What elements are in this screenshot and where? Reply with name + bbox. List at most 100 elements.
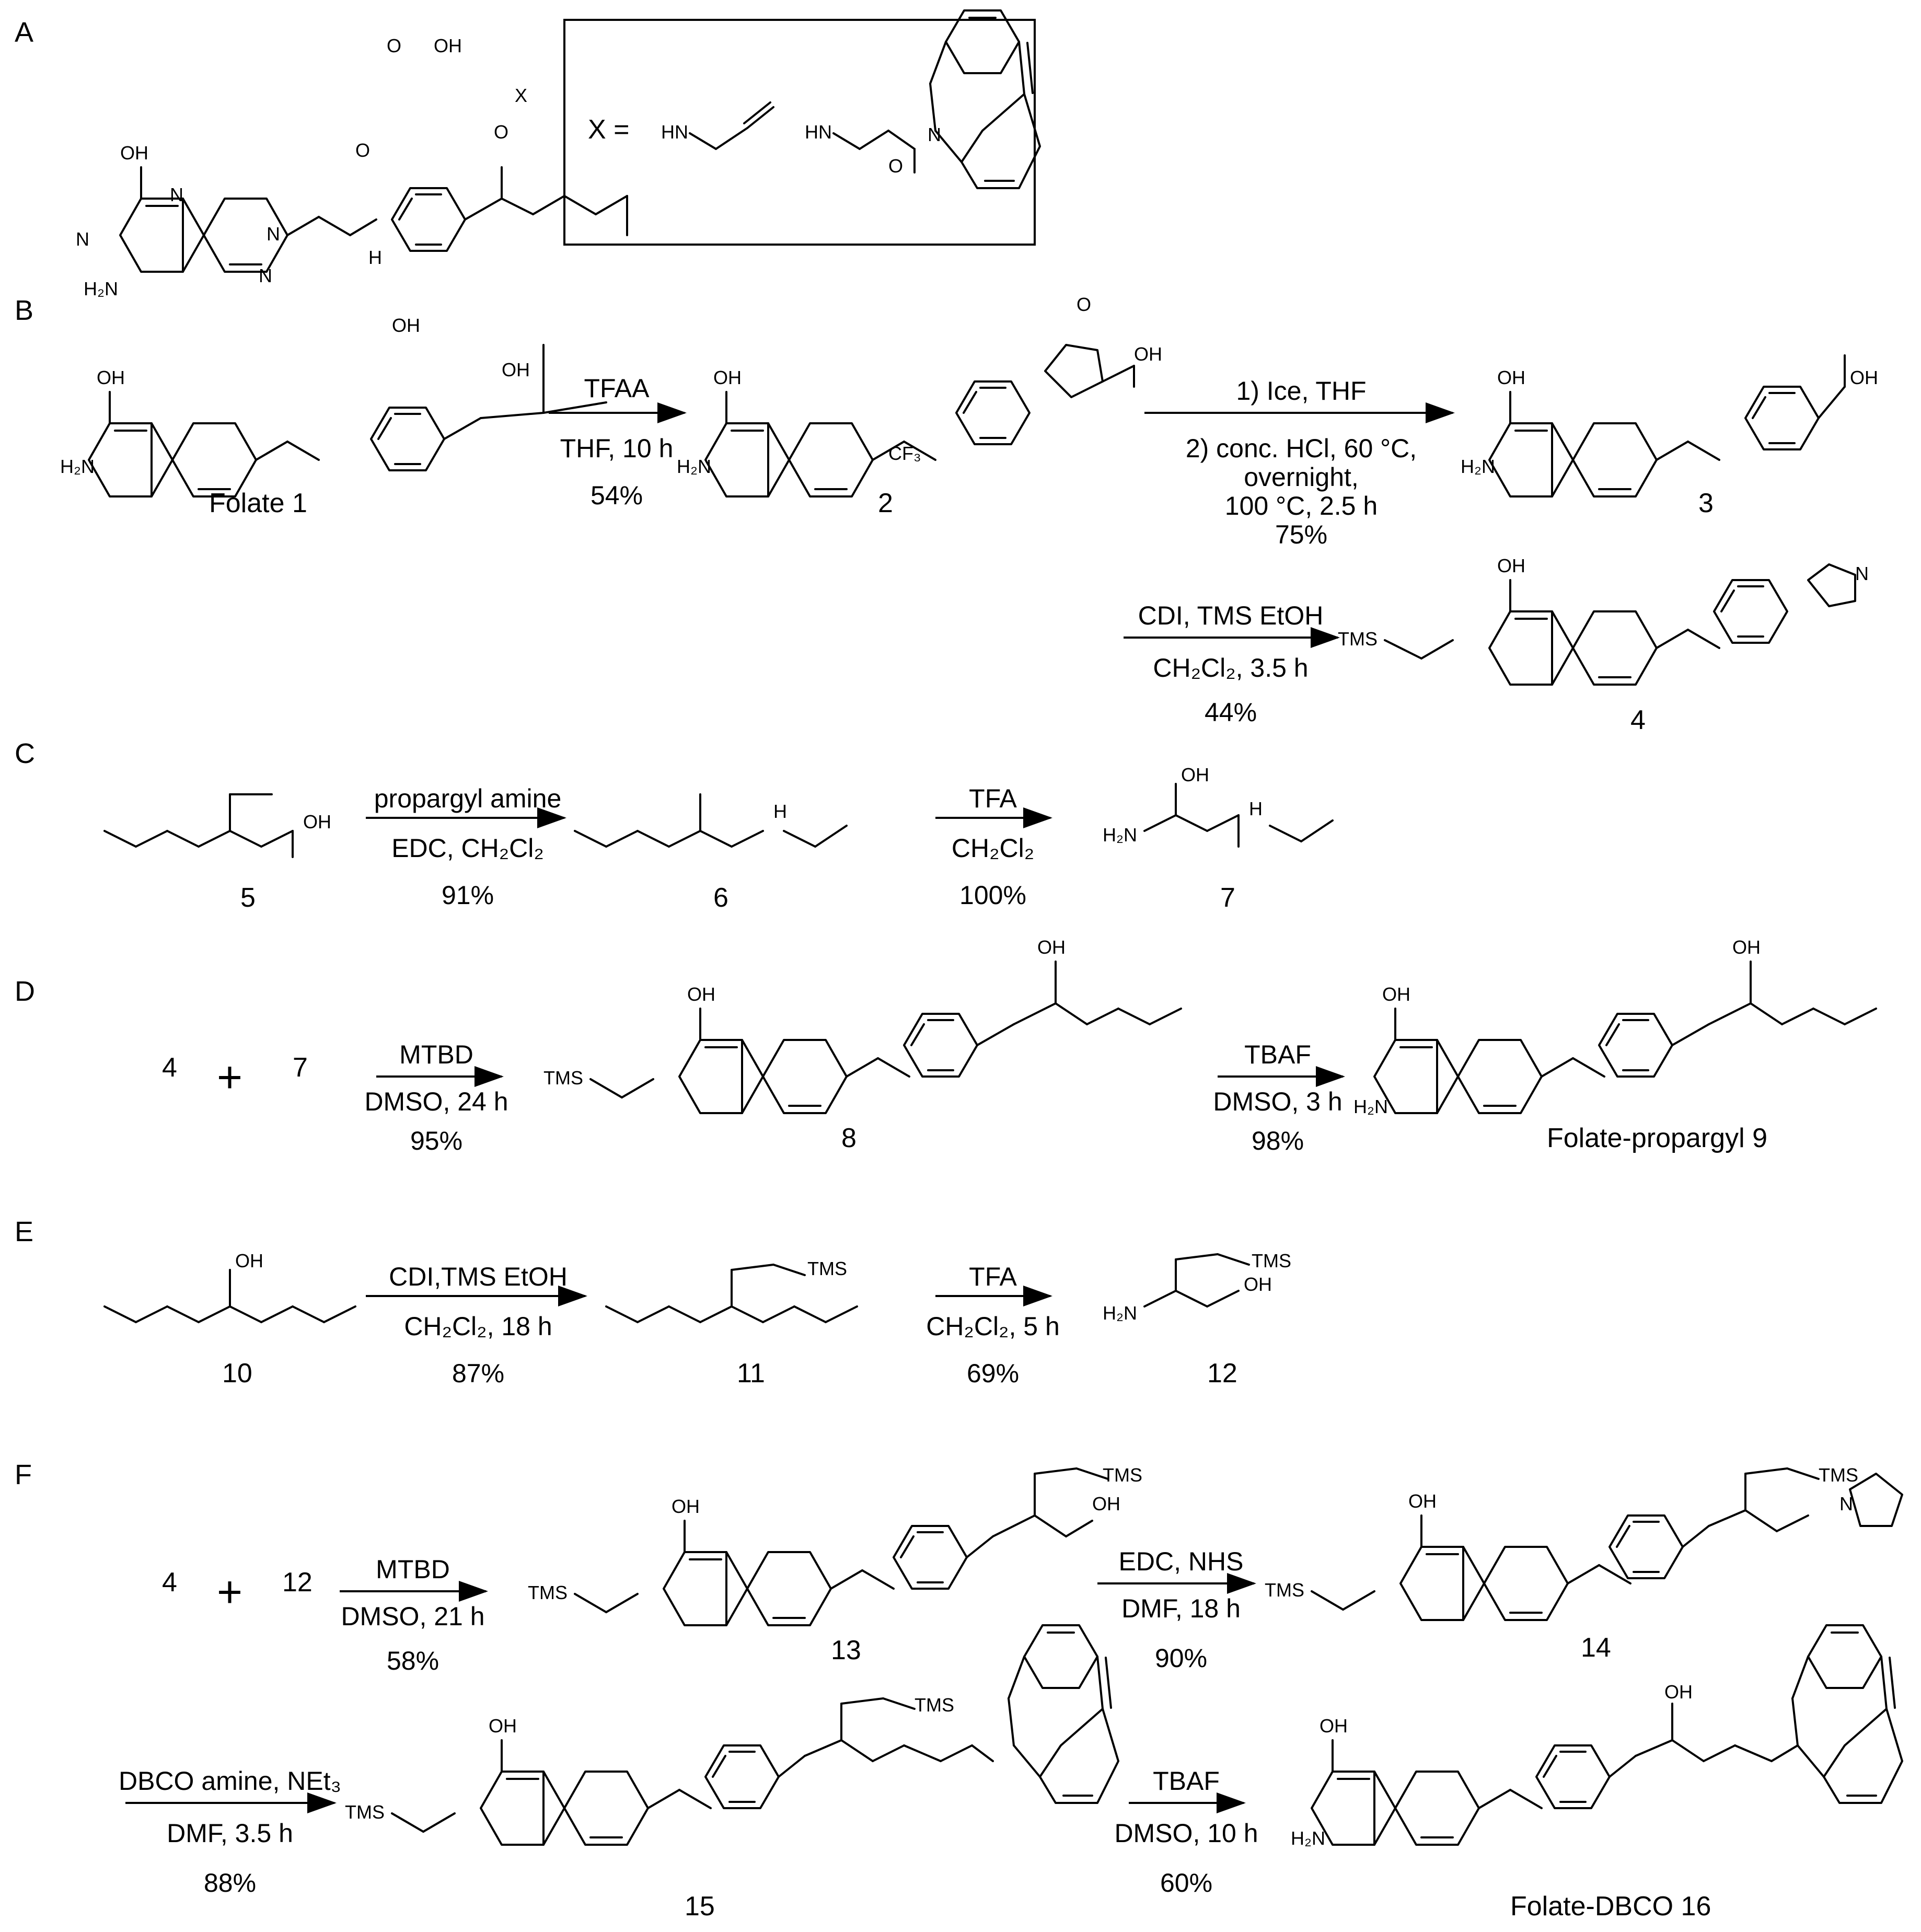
svg-text:N: N — [170, 184, 183, 205]
compound-15-label: 15 — [685, 1891, 715, 1922]
svg-text:TMS: TMS — [807, 1258, 847, 1279]
svg-text:N: N — [1855, 563, 1869, 584]
compound-5-structure: OH — [103, 793, 331, 858]
compound-2-structure: OH H₂N CF₃ O OH — [677, 294, 1162, 498]
b2-yield: 75% — [1275, 520, 1327, 549]
d-reactant-7: 7 — [293, 1052, 308, 1083]
svg-text:OH: OH — [1497, 367, 1525, 388]
compound-3-structure: OH H₂N OH — [1461, 354, 1878, 498]
b3-yield: 44% — [1205, 698, 1257, 727]
f3-yield: 88% — [204, 1868, 256, 1898]
svg-text:CF₃: CF₃ — [888, 443, 921, 464]
compound-8-structure: TMS OH OH — [543, 936, 1182, 1114]
compound-6-structure: H — [574, 793, 848, 848]
compound-3-label: 3 — [1698, 488, 1714, 518]
svg-text:OH: OH — [1037, 936, 1066, 958]
svg-text:H₂N: H₂N — [1103, 824, 1137, 846]
d-plus-sign: + — [217, 1052, 242, 1102]
b3-conditions: CH₂Cl₂, 3.5 h — [1153, 653, 1308, 682]
svg-text:O: O — [888, 155, 903, 177]
f2-yield: 90% — [1155, 1644, 1207, 1673]
f4-reagent: TBAF — [1153, 1766, 1220, 1796]
c2-conditions: CH₂Cl₂ — [952, 834, 1034, 863]
panel-label-d: D — [15, 976, 35, 1007]
panel-a-folate-conjugate: OH N N N H₂N N H O OH O O X — [76, 35, 628, 299]
compound-14-structure: TMS OH TMS N — [1265, 1464, 1903, 1621]
svg-text:TMS: TMS — [915, 1694, 954, 1716]
d1-yield: 95% — [410, 1126, 462, 1155]
compound-12-label: 12 — [1207, 1358, 1237, 1389]
f2-reagent: EDC, NHS — [1119, 1547, 1244, 1576]
svg-text:OH: OH — [1732, 936, 1761, 958]
panel-label-e: E — [15, 1216, 33, 1247]
svg-text:OH: OH — [672, 1496, 700, 1517]
b1-conditions: THF, 10 h — [560, 434, 674, 463]
svg-text:OH: OH — [489, 1715, 517, 1737]
compound-13-structure: TMS OH TMS OH — [528, 1464, 1142, 1626]
svg-text:TMS: TMS — [1265, 1579, 1304, 1601]
svg-text:O: O — [387, 35, 401, 56]
panel-label-b: B — [15, 295, 33, 326]
svg-text:OH: OH — [713, 367, 742, 388]
b2-step2-time: overnight, — [1244, 462, 1359, 492]
compound-7-structure: H₂N OH H — [1103, 764, 1334, 848]
svg-text:H: H — [368, 247, 382, 268]
svg-text:OH: OH — [1408, 1490, 1437, 1512]
compound-15-structure: TMS OH TMS — [345, 1624, 1119, 1846]
compound-11-structure: TMS — [605, 1258, 858, 1323]
c1-yield: 91% — [442, 881, 494, 910]
svg-text:H₂N: H₂N — [60, 456, 95, 477]
svg-text:N: N — [76, 228, 89, 250]
compound-6-label: 6 — [713, 883, 728, 913]
svg-text:H₂N: H₂N — [1291, 1827, 1325, 1849]
svg-text:TMS: TMS — [345, 1801, 385, 1823]
svg-text:N: N — [928, 124, 941, 145]
svg-text:HN: HN — [661, 121, 688, 143]
compound-4-structure: TMS OH N — [1338, 555, 1869, 686]
f3-conditions: DMF, 3.5 h — [167, 1819, 293, 1848]
svg-text:OH: OH — [1244, 1274, 1272, 1295]
svg-text:H: H — [1249, 798, 1263, 819]
d2-yield: 98% — [1252, 1126, 1304, 1155]
f3-reagent: DBCO amine, NEt₃ — [119, 1766, 341, 1796]
compound-11-label: 11 — [737, 1358, 765, 1389]
svg-text:OH: OH — [303, 811, 331, 832]
f2-conditions: DMF, 18 h — [1121, 1594, 1241, 1623]
d1-conditions: DMSO, 24 h — [364, 1087, 508, 1116]
svg-text:H₂N: H₂N — [1353, 1096, 1388, 1117]
svg-text:OH: OH — [1320, 1715, 1348, 1737]
svg-text:OH: OH — [1134, 343, 1162, 365]
svg-text:OH: OH — [687, 984, 715, 1005]
b3-reagent: CDI, TMS EtOH — [1138, 601, 1324, 630]
f4-yield: 60% — [1160, 1868, 1212, 1898]
compound-5-label: 5 — [240, 883, 256, 913]
compound-2-label: 2 — [878, 488, 893, 518]
svg-text:O: O — [1077, 294, 1091, 315]
d2-conditions: DMSO, 3 h — [1213, 1087, 1342, 1116]
f-plus-sign: + — [217, 1567, 242, 1616]
compound-folate-1-label: Folate 1 — [209, 488, 307, 518]
svg-text:O: O — [355, 140, 370, 161]
svg-text:TMS: TMS — [543, 1067, 583, 1089]
compound-7-label: 7 — [1220, 883, 1235, 913]
svg-text:OH: OH — [1382, 984, 1410, 1005]
panel-label-c: C — [15, 738, 35, 769]
c2-yield: 100% — [959, 881, 1026, 910]
d-reactant-4: 4 — [162, 1052, 177, 1083]
f-reactant-12: 12 — [282, 1567, 313, 1598]
svg-text:TMS: TMS — [1252, 1250, 1291, 1271]
d1-reagent: MTBD — [399, 1040, 473, 1069]
e2-conditions: CH₂Cl₂, 5 h — [926, 1312, 1060, 1341]
c1-reagent: propargyl amine — [374, 784, 562, 813]
b2-step2: 2) conc. HCl, 60 °C, — [1186, 434, 1417, 463]
svg-text:OH: OH — [1664, 1681, 1693, 1703]
svg-text:OH: OH — [392, 315, 420, 336]
propargyl-amine-group: HN — [661, 101, 774, 150]
folate-propargyl-9-structure: OH H₂N OH — [1353, 936, 1877, 1117]
svg-text:TMS: TMS — [1103, 1464, 1142, 1486]
b1-reagent: TFAA — [584, 374, 650, 403]
compound-8-label: 8 — [841, 1123, 857, 1153]
f4-conditions: DMSO, 10 h — [1114, 1819, 1258, 1848]
svg-text:OH: OH — [502, 359, 530, 380]
